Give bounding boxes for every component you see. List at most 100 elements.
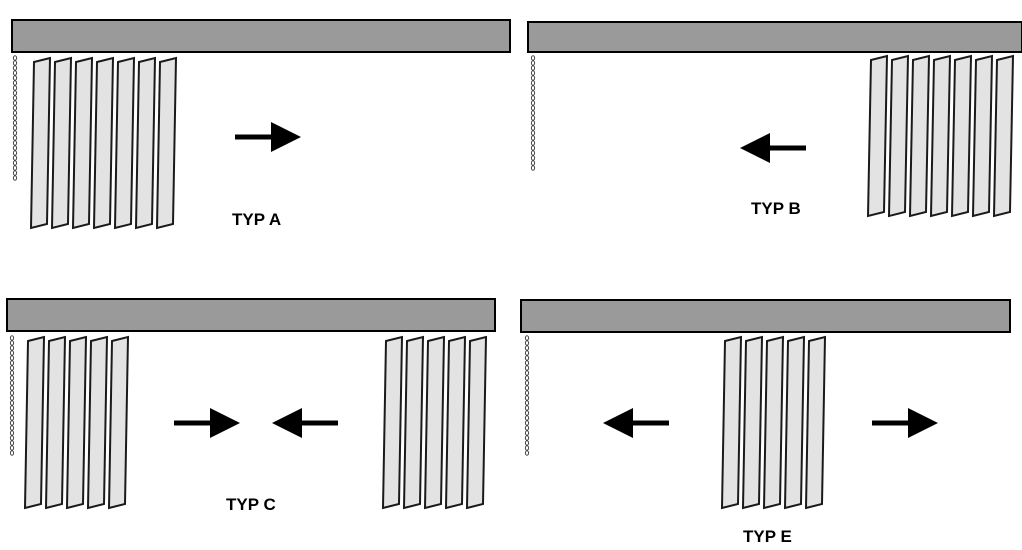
- slat: [950, 54, 973, 218]
- slat: [908, 54, 931, 218]
- chain-bead: [9, 405, 15, 411]
- chain-bead: [12, 145, 18, 151]
- chain-bead: [524, 395, 530, 401]
- chain-bead: [524, 355, 530, 361]
- chain-bead: [524, 450, 530, 456]
- chain-bead: [530, 145, 536, 151]
- chain-bead: [530, 130, 536, 136]
- panel-typ-a: TYP A: [11, 19, 511, 230]
- arrow-right-icon: [235, 122, 301, 152]
- slat: [113, 56, 136, 230]
- panel-typ-e: TYP E: [520, 299, 1011, 546]
- chain-bead: [12, 140, 18, 146]
- chain-bead: [524, 420, 530, 426]
- pull-chain-icon: [530, 55, 536, 171]
- chain-bead: [524, 435, 530, 441]
- headrail: [520, 299, 1011, 333]
- slat: [402, 335, 425, 510]
- slat: [29, 56, 52, 230]
- slat: [381, 335, 404, 510]
- chain-bead: [530, 125, 536, 131]
- chain-bead: [530, 65, 536, 71]
- chain-bead: [524, 335, 530, 341]
- panel-label: TYP B: [751, 199, 801, 218]
- chain-bead: [530, 55, 536, 61]
- chain-bead: [524, 405, 530, 411]
- chain-bead: [12, 150, 18, 156]
- chain-bead: [9, 395, 15, 401]
- chain-bead: [9, 340, 15, 346]
- panel-label: TYP A: [232, 210, 281, 229]
- chain-bead: [9, 425, 15, 431]
- chain-bead: [524, 350, 530, 356]
- chain-bead: [530, 95, 536, 101]
- slat: [23, 335, 46, 510]
- slat: [887, 54, 910, 218]
- chain-bead: [12, 120, 18, 126]
- chain-bead: [524, 365, 530, 371]
- chain-bead: [9, 360, 15, 366]
- pull-chain-icon: [9, 335, 15, 456]
- chain-bead: [12, 80, 18, 86]
- arrow-left-icon: [740, 133, 806, 163]
- chain-bead: [9, 440, 15, 446]
- chain-bead: [530, 115, 536, 121]
- slat: [720, 335, 743, 510]
- arrow-shape: [603, 408, 669, 438]
- chain-bead: [530, 135, 536, 141]
- arrow-right-icon: [872, 408, 938, 438]
- chain-bead: [12, 85, 18, 91]
- chain-bead: [530, 155, 536, 161]
- panel-typ-c: TYP C: [6, 298, 496, 514]
- pull-chain-icon: [524, 335, 530, 456]
- chain-bead: [524, 370, 530, 376]
- chain-bead: [530, 70, 536, 76]
- slat-group: [720, 335, 827, 510]
- slat: [86, 335, 109, 510]
- chain-bead: [12, 110, 18, 116]
- arrow-shape: [174, 408, 240, 438]
- chain-bead: [9, 430, 15, 436]
- chain-bead: [12, 130, 18, 136]
- chain-bead: [530, 140, 536, 146]
- slat-group: [866, 54, 1015, 218]
- chain-bead: [12, 115, 18, 121]
- chain-bead: [524, 340, 530, 346]
- chain-bead: [524, 445, 530, 451]
- arrow-right-icon: [174, 408, 240, 438]
- chain-bead: [524, 345, 530, 351]
- chain-bead: [524, 415, 530, 421]
- chain-bead: [12, 175, 18, 181]
- chain-bead: [12, 165, 18, 171]
- chain-bead: [12, 95, 18, 101]
- chain-bead: [530, 80, 536, 86]
- chain-bead: [12, 125, 18, 131]
- chain-bead: [9, 380, 15, 386]
- chain-bead: [12, 70, 18, 76]
- chain-bead: [9, 385, 15, 391]
- arrow-left-icon: [603, 408, 669, 438]
- chain-bead: [12, 135, 18, 141]
- slat-group-right: [381, 335, 488, 510]
- chain-bead: [9, 345, 15, 351]
- chain-bead: [12, 90, 18, 96]
- chain-bead: [12, 75, 18, 81]
- chain-bead: [524, 430, 530, 436]
- chain-bead: [9, 400, 15, 406]
- chain-bead: [9, 365, 15, 371]
- slat: [804, 335, 827, 510]
- chain-bead: [524, 360, 530, 366]
- chain-bead: [524, 375, 530, 381]
- chain-bead: [9, 435, 15, 441]
- arrow-shape: [740, 133, 806, 163]
- panel-label: TYP E: [743, 527, 792, 546]
- chain-bead: [12, 55, 18, 61]
- chain-bead: [9, 370, 15, 376]
- slat: [929, 54, 952, 218]
- arrow-left-icon: [272, 408, 338, 438]
- slat: [866, 54, 889, 218]
- slat: [107, 335, 130, 510]
- slat: [971, 54, 994, 218]
- chain-bead: [530, 100, 536, 106]
